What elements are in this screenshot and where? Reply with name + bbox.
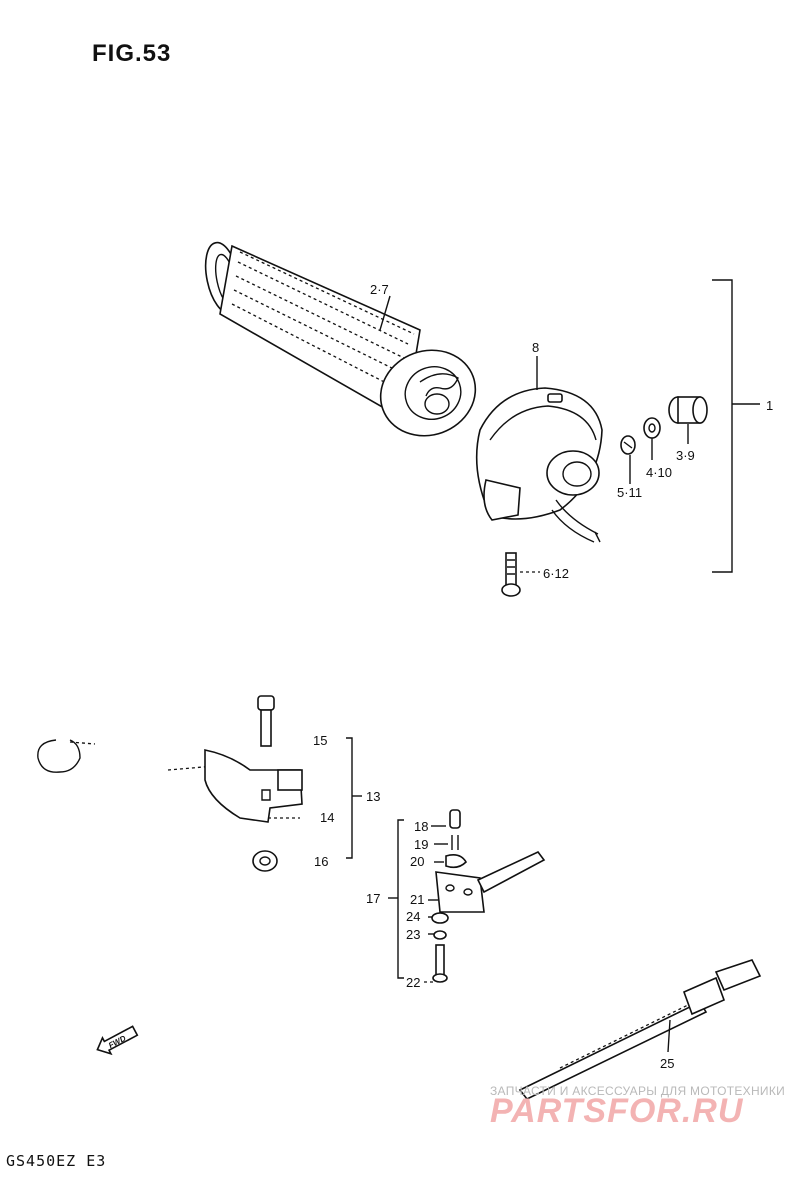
assembly-1-bracket — [712, 279, 733, 573]
figure-title: FIG.53 — [92, 40, 172, 67]
callout-label-21: 21 — [410, 892, 424, 907]
callout-label-23: 23 — [406, 927, 420, 942]
switch-housing-part — [475, 387, 603, 543]
callout-label-19: 19 — [414, 837, 428, 852]
watermark-logo: PARTSFOR.RU — [490, 1092, 744, 1130]
callout-label-16: 16 — [314, 854, 328, 869]
callout-label-17: 17 — [366, 891, 380, 906]
callout-label-13: 13 — [366, 789, 380, 804]
handlebar-grip-part — [204, 241, 477, 437]
callout-label-6: 6·12 — [543, 566, 569, 581]
callout-label-2: 2·7 — [370, 282, 389, 297]
forward-direction-marker: FWD — [96, 1025, 139, 1056]
cable-tie-part — [518, 959, 762, 1101]
callout-label-24: 24 — [406, 909, 420, 924]
callout-label-22: 22 — [406, 975, 420, 990]
callout-label-1: 1 — [766, 398, 773, 413]
callout-label-4: 4·10 — [646, 465, 672, 480]
callout-label-15: 15 — [313, 733, 327, 748]
callout-label-20: 20 — [410, 854, 424, 869]
callout-label-8: 8 — [532, 340, 539, 355]
small-hardware-parts — [620, 396, 708, 484]
mounting-screw-part — [501, 552, 521, 597]
callout-label-18: 18 — [414, 819, 428, 834]
callout-label-25: 25 — [660, 1056, 674, 1071]
model-code: GS450EZ E3 — [6, 1152, 107, 1170]
switch-bracket-assembly — [388, 809, 546, 983]
watermark-caption: ЗАПЧАСТИ И АКСЕССУАРЫ ДЛЯ МОТОТЕХНИКИ — [490, 1084, 786, 1098]
callout-label-3: 3·9 — [676, 448, 695, 463]
lever-bracket-assembly — [37, 695, 362, 872]
callout-label-14: 14 — [320, 810, 334, 825]
callout-label-5: 5·11 — [617, 485, 642, 500]
